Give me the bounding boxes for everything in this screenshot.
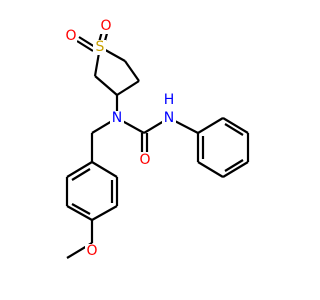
label-bg [85,244,98,259]
bond-ph-inner-1 [224,123,244,136]
molecule-diagram: O O S N N H O O [64,18,250,259]
sulfonyl-oxygen-left: O [65,28,76,44]
bond-an-3 [91,205,118,221]
bond-c2-c3 [124,60,140,82]
bond-group [65,23,250,259]
bond-an-6 [66,161,93,178]
bond-ph-4 [222,161,249,178]
bond-ph-2 [222,117,249,134]
bond-an-4 [66,205,93,221]
label-bg [100,19,113,34]
structure-canvas: O O S N N H O O [64,18,250,259]
bond-ph-5 [197,161,224,178]
bond-an-inner-2 [71,203,91,215]
bond-c3-c4 [116,80,140,96]
label-bg [64,28,77,43]
hydrogen-nh: H [164,92,175,108]
methoxy-oxygen: O [86,243,97,259]
label-bg [138,152,151,167]
bond-s-o-left-b [76,40,94,52]
bond-c4-c5 [94,75,118,96]
label-bg [110,111,124,126]
atom-labels: O O S N N H O O [64,18,176,259]
bond-ph-inner-2 [224,159,244,172]
bond-s-o-left-a [78,36,96,48]
label-bg [162,93,176,108]
nitrogen-nh: N [164,110,174,126]
bond-ph-1 [197,117,224,134]
bond-an-inner-3 [71,168,91,181]
label-bg [93,40,106,55]
sulfonyl-oxygen-top: O [100,18,111,34]
sulfur-atom: S [96,39,105,55]
label-bg [162,110,176,125]
carbonyl-oxygen: O [139,152,150,168]
bond-an-1 [91,161,118,178]
nitrogen-tertiary: N [112,110,122,126]
